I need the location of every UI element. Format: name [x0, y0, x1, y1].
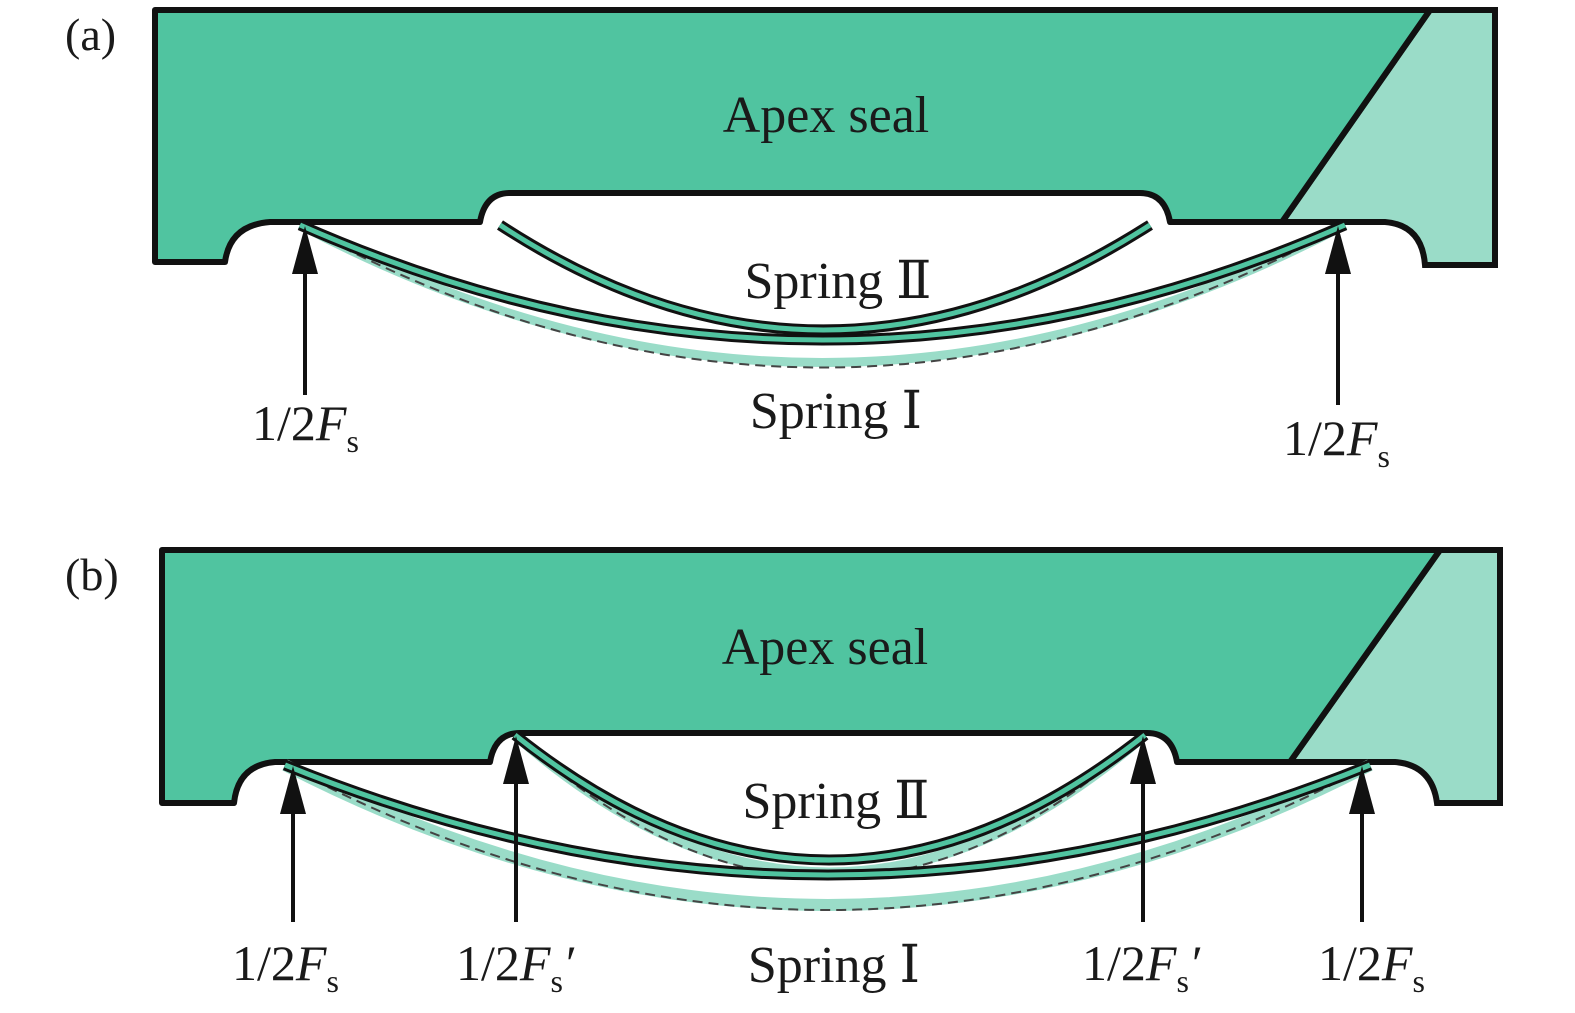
force-label: 1/2Fs: [1283, 410, 1390, 474]
apex-seal-body: [152, 7, 1433, 265]
force-arrow: [1130, 736, 1156, 922]
force-arrow: [503, 736, 529, 922]
force-label: 1/2Fs: [232, 935, 339, 999]
force-arrow: [1349, 766, 1375, 922]
panel-b-label: (b): [65, 549, 119, 600]
force-label: 1/2Fs′: [456, 935, 575, 999]
force-label: 1/2Fs: [1318, 935, 1425, 999]
seal-light-section: [1284, 547, 1503, 806]
apex-seal-label: Apex seal: [722, 619, 928, 676]
force-label: 1/2Fs′: [1082, 935, 1201, 999]
spring-1-deformed-edge: [299, 224, 1346, 369]
spring-1-deformed: [282, 759, 1373, 911]
seal-light-section: [1276, 7, 1498, 268]
spring-1-label: Spring Ⅰ: [750, 383, 922, 440]
apex-seal-body: [159, 547, 1443, 806]
spring-1-deformed: [297, 221, 1348, 367]
apex-seal-label: Apex seal: [723, 87, 929, 144]
force-label: 1/2Fs: [252, 395, 359, 459]
force-arrow: [280, 766, 306, 922]
spring-2-label: Spring Ⅱ: [744, 253, 931, 310]
panel-a-label: (a): [65, 9, 116, 60]
spring-2-label: Spring Ⅱ: [742, 773, 929, 830]
force-arrow: [292, 226, 318, 395]
panel-b: (b) Apex seal Spring Ⅱ Spring Ⅰ: [65, 547, 1503, 999]
panel-a: (a) Apex seal Spring Ⅱ Spring Ⅰ 1/2Fs 1/…: [65, 7, 1498, 474]
spring-1-label: Spring Ⅰ: [748, 937, 920, 994]
force-arrow: [1325, 226, 1351, 405]
